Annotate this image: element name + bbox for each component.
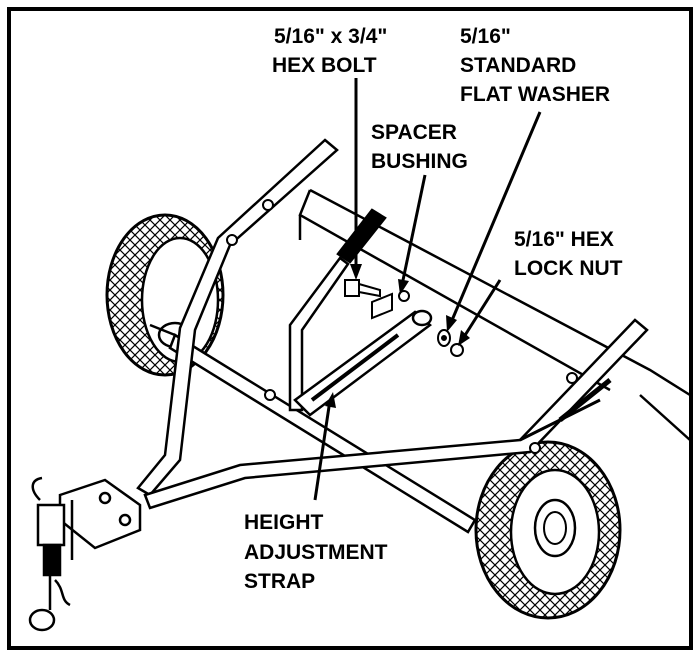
nut-label: 5/16" HEX LOCK NUT <box>514 228 623 280</box>
spreader-hopper <box>298 188 691 441</box>
axle <box>149 323 477 534</box>
spacer-bushing-part <box>371 290 410 320</box>
height-lever <box>288 208 387 412</box>
flat-washer-part <box>437 329 451 347</box>
hitch-assembly <box>28 476 142 632</box>
hex-bolt-part <box>344 279 381 298</box>
frame-border <box>7 7 693 650</box>
strap-label: HEIGHT ADJUSTMENT STRAP <box>244 511 393 593</box>
lock-nut-part <box>450 343 464 357</box>
spacer-label: SPACER BUSHING <box>371 121 468 173</box>
right-wheel <box>474 440 622 620</box>
bolt-label: 5/16" x 3/4" HEX BOLT <box>272 25 393 77</box>
leader-lines <box>313 78 542 501</box>
leader-arrowheads <box>325 264 470 408</box>
frame-bolts <box>226 199 578 454</box>
washer-label: 5/16" STANDARD FLAT WASHER <box>460 25 610 106</box>
spacer-leader <box>400 174 427 286</box>
tow-frame <box>136 138 649 510</box>
strap-leader <box>313 399 332 501</box>
washer-leader <box>448 111 542 326</box>
nut-leader <box>460 279 502 341</box>
height-adjustment-strap <box>293 309 433 417</box>
